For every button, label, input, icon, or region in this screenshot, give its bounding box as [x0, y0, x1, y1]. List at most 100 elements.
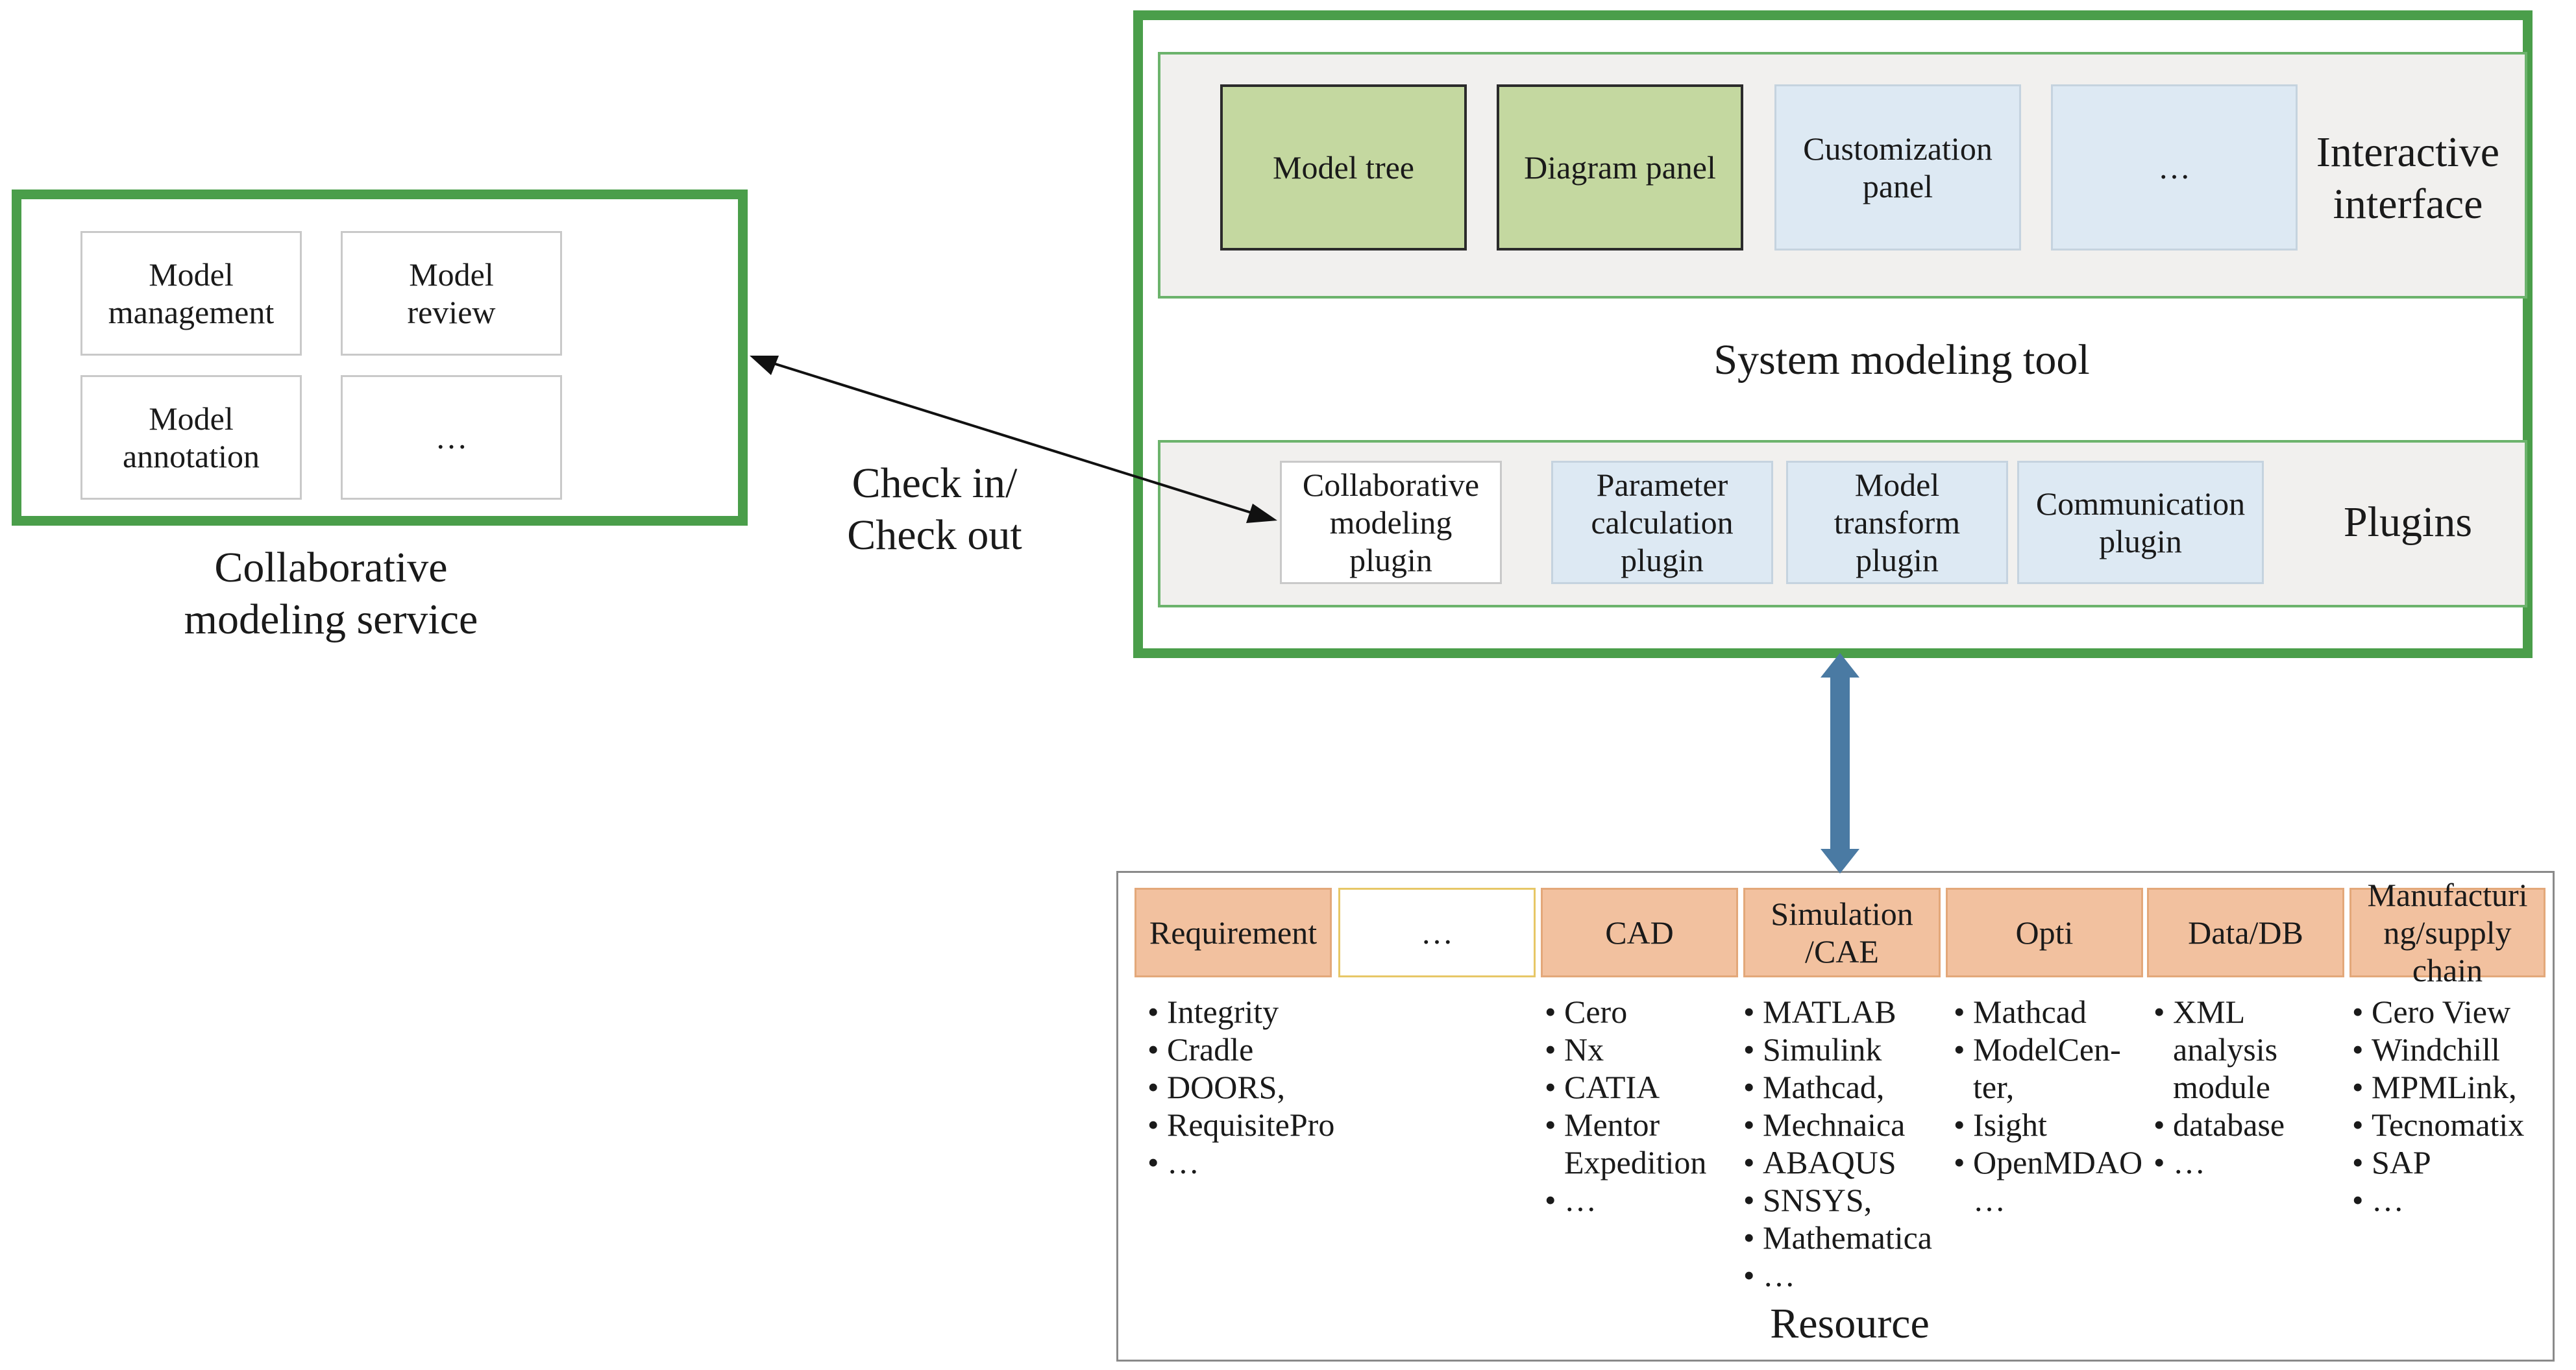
box-line: plugin: [1349, 542, 1432, 578]
cad-list: Cero Nx CATIA Mentor Expedition …: [1545, 993, 1706, 1219]
list-item: Tecnomatix: [2352, 1106, 2524, 1144]
header-line: /CAE: [1805, 933, 1879, 970]
communication-plugin-box: Communication plugin: [2017, 461, 2264, 584]
box-line: annotation: [122, 438, 260, 474]
plugins-label: Plugins: [2311, 493, 2505, 552]
arrowhead-left: [750, 356, 779, 375]
list-item: SAP: [2352, 1144, 2524, 1181]
list-item: SNSYS,: [1743, 1181, 1932, 1219]
title-line: modeling service: [184, 596, 478, 643]
box-line: Model: [1854, 467, 1940, 503]
check-in-out-label: Check in/ Check out: [798, 454, 1071, 565]
list-item: Cero: [1545, 993, 1706, 1031]
header-line: ng/supply: [2383, 914, 2512, 951]
list-item: Expedition: [1564, 1144, 1707, 1180]
opti-list: Mathcad ModelCen- ter, Isight OpenMDAO …: [1954, 993, 2142, 1219]
box-line: plugin: [1621, 542, 1704, 578]
title-line: System modeling tool: [1713, 336, 2090, 384]
list-item: Nx: [1545, 1031, 1706, 1068]
manufacturing-header: Manufacturi ng/supply chain: [2349, 877, 2545, 988]
list-item: Simulink: [1743, 1031, 1932, 1068]
list-item: …: [2153, 1144, 2285, 1181]
cad-header: CAD: [1541, 888, 1738, 977]
service-ellipsis-box: …: [341, 375, 562, 500]
data-db-list: XML analysis module database …: [2153, 993, 2285, 1181]
resource-title: Resource: [1687, 1295, 2012, 1353]
manufacturing-list: Cero View Windchill MPMLink, Tecnomatix …: [2352, 993, 2524, 1219]
list-item: …: [2352, 1181, 2524, 1219]
list-item: ter,: [1973, 1069, 2015, 1105]
box-line: Communication: [2035, 485, 2246, 522]
resource-arrowhead-up: [1821, 653, 1859, 678]
opti-header: Opti: [1946, 888, 2143, 977]
label-line: Plugins: [2343, 498, 2473, 546]
box-line: plugin: [2099, 523, 2182, 559]
model-review-box: Model review: [341, 231, 562, 356]
resource-arrow-shaft: [1830, 674, 1850, 853]
label-line: Check in/: [852, 459, 1018, 507]
list-item: Cero View: [2352, 993, 2524, 1031]
list-item: ABAQUS: [1743, 1144, 1932, 1181]
resource-arrowhead-down: [1821, 849, 1859, 874]
list-item: …: [1545, 1181, 1706, 1219]
box-line: Customization: [1803, 130, 1993, 167]
list-item: DOORS,: [1147, 1068, 1334, 1106]
header-line: …: [1421, 914, 1453, 951]
box-line: management: [108, 294, 275, 330]
model-annotation-box: Model annotation: [80, 375, 302, 500]
box-line: panel: [1862, 168, 1933, 204]
interactive-interface-label: Interactive interface: [2304, 123, 2512, 234]
box-line: Model tree: [1273, 149, 1414, 186]
simulation-list: MATLAB Simulink Mathcad, Mechnaica ABAQU…: [1743, 993, 1932, 1294]
resource-frame: [1116, 871, 2555, 1362]
title-line: Resource: [1770, 1300, 1930, 1347]
label-line: interface: [2333, 180, 2483, 228]
list-item: database: [2153, 1106, 2285, 1144]
customization-panel-box: Customization panel: [1774, 84, 2021, 251]
list-item: …: [1147, 1144, 1334, 1181]
list-item: Mathcad: [1954, 993, 2142, 1031]
header-line: Simulation: [1771, 896, 1913, 932]
collaborative-service-frame: [12, 190, 748, 526]
header-line: Data/DB: [2188, 914, 2303, 951]
box-line: …: [435, 419, 468, 456]
box-line: modeling: [1329, 504, 1453, 541]
box-line: …: [2158, 149, 2190, 186]
list-item: Mentor: [1545, 1106, 1706, 1144]
box-line: Parameter: [1596, 467, 1728, 503]
list-item: XML: [2153, 993, 2285, 1031]
diagram-panel-box: Diagram panel: [1497, 84, 1743, 251]
check-in-out-arrow: [752, 356, 1273, 520]
box-line: transform: [1834, 504, 1961, 541]
list-item: RequisitePro: [1147, 1106, 1334, 1144]
simulation-cae-header: Simulation /CAE: [1743, 888, 1941, 977]
header-line: Requirement: [1149, 914, 1318, 951]
header-line: chain: [2412, 952, 2483, 988]
model-management-box: Model management: [80, 231, 302, 356]
list-item: Mathcad,: [1743, 1068, 1932, 1106]
list-item: Isight: [1954, 1106, 2142, 1144]
system-modeling-tool-title: System modeling tool: [1558, 331, 2246, 389]
parameter-calculation-plugin-box: Parameter calculation plugin: [1551, 461, 1773, 584]
list-item: ModelCen-: [1954, 1031, 2142, 1068]
header-line: Opti: [2015, 914, 2074, 951]
list-item: …: [1973, 1182, 2006, 1218]
list-item: Cradle: [1147, 1031, 1334, 1068]
header-line: Manufacturi: [2367, 877, 2528, 913]
label-line: Check out: [847, 511, 1022, 559]
label-line: Interactive: [2316, 128, 2500, 176]
model-tree-box: Model tree: [1220, 84, 1467, 251]
title-line: Collaborative: [214, 544, 448, 591]
interface-ellipsis-box: …: [2051, 84, 2298, 251]
list-item: analysis: [2173, 1031, 2278, 1068]
box-line: Model: [149, 256, 234, 293]
list-item: MPMLink,: [2352, 1068, 2524, 1106]
list-item: Windchill: [2352, 1031, 2524, 1068]
box-line: Collaborative: [1302, 467, 1480, 503]
list-item: …: [1743, 1256, 1932, 1294]
collaborative-modeling-plugin-box: Collaborative modeling plugin: [1280, 461, 1502, 584]
box-line: Model: [149, 400, 234, 437]
model-transform-plugin-box: Model transform plugin: [1786, 461, 2008, 584]
requirement-list: Integrity Cradle DOORS, RequisitePro …: [1147, 993, 1334, 1181]
